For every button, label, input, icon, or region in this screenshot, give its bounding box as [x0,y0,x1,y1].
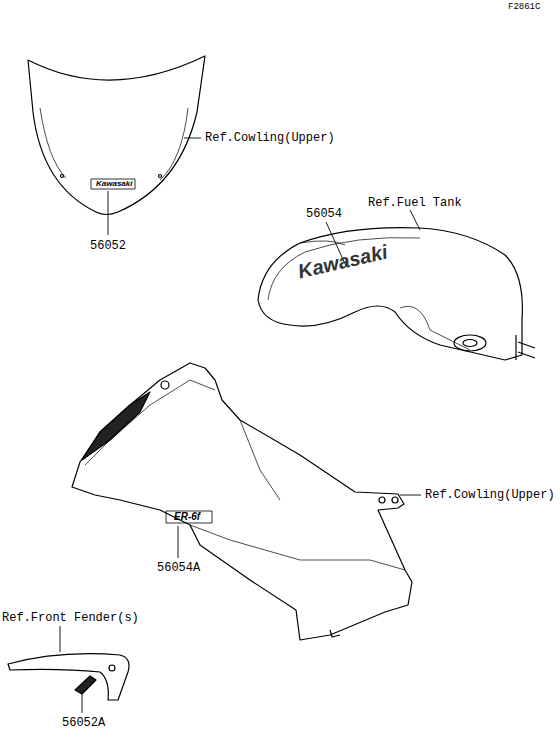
front-fender [8,654,129,700]
figure-code: F2861C [508,3,540,12]
reference-label: Ref.Fuel Tank [368,197,462,209]
reference-label: Ref.Cowling(Upper) [425,489,555,501]
fuel-tank [258,228,522,360]
reference-label: Ref.Front Fender(s) [2,612,139,624]
decal-text: ER-6f [174,512,200,522]
windshield [28,56,205,215]
callout-number: 56052 [90,240,126,252]
decal-frame [91,179,135,189]
fuel-cap [454,335,486,351]
callout-number: 56054A [157,562,200,574]
reference-label: Ref.Cowling(Upper) [205,132,335,144]
side-cowling [72,363,412,640]
headlight-opening [82,392,150,460]
decal-text: Kawasaki [96,180,132,188]
decal-frame [166,511,212,523]
callout-number: 56052A [62,717,105,729]
fuel-tank-line [268,238,470,350]
leader-line [60,138,421,713]
callout-number: 56054 [306,208,342,220]
windshield-edge [40,108,188,180]
fender-decal [75,676,96,694]
